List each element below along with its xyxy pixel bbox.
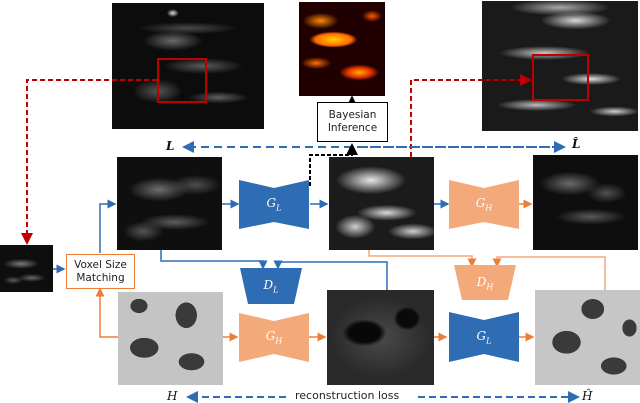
generator-GH-bottom-label: GH <box>265 329 283 346</box>
roi-box-output <box>532 54 589 101</box>
H-image <box>118 292 223 385</box>
discriminator-DL-shape <box>240 268 302 304</box>
generator-GL-bottom-shape <box>449 312 519 362</box>
roi-crop-image <box>0 245 53 292</box>
voxel-size-matching-line1: Voxel Size <box>74 258 127 271</box>
label-L-hat: L̂ <box>572 137 581 151</box>
label-H: H <box>167 389 178 403</box>
voxel-size-matching-line2: Matching <box>76 271 125 284</box>
label-L: L <box>166 139 175 153</box>
bayesian-inference-line2: Inference <box>327 122 378 134</box>
G_H-output-image <box>327 290 434 385</box>
roi-box <box>157 58 207 103</box>
generator-GL-top-label: GL <box>266 196 282 213</box>
L-image <box>117 157 222 250</box>
output-high-res-image <box>482 1 638 131</box>
bayesian-inference-line1: Bayesian <box>328 109 377 121</box>
generator-GL-bottom-label: GL <box>476 329 492 346</box>
generator-GL-top-shape <box>239 180 309 229</box>
L-hat-image <box>533 155 638 250</box>
discriminator-DL-label: DL <box>263 278 279 295</box>
voxel-size-matching-box: Voxel Size Matching <box>66 254 135 289</box>
bayesian-inference-box: Bayesian Inference <box>317 102 388 142</box>
G_L-output-image <box>329 157 434 250</box>
generator-GH-bottom-shape <box>239 313 309 362</box>
generator-GH-top-label: GH <box>475 196 493 213</box>
generator-GH-top-shape <box>449 180 519 229</box>
uncertainty-heatmap <box>299 2 385 96</box>
discriminator-DH-label: DH <box>476 275 494 292</box>
discriminator-DH-shape <box>454 265 516 300</box>
label-H-hat: Ĥ <box>582 389 593 403</box>
H-hat-image <box>535 290 640 385</box>
reconstruction-loss-label: reconstruction loss <box>292 389 403 402</box>
input-low-res-image <box>112 3 264 129</box>
